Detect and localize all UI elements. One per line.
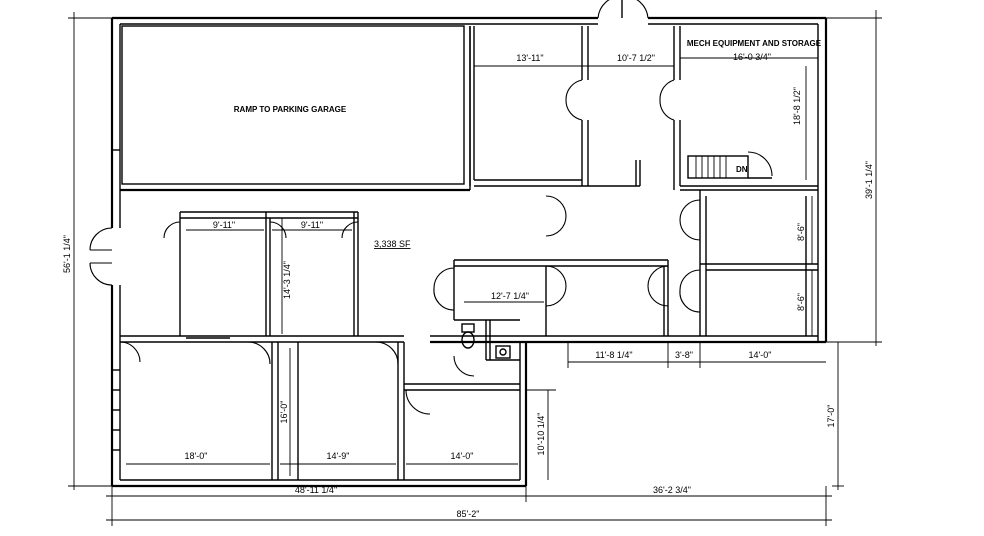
- dim-10-10: 10'-10 1/4": [536, 413, 546, 456]
- ramp-area: [121, 25, 465, 185]
- dim-11-8: 11'-8 1/4": [595, 350, 632, 360]
- middle-rooms: [430, 259, 669, 361]
- dim-9-11-a: 9'-11": [213, 220, 235, 230]
- dim-13-11: 13'-11": [516, 53, 543, 63]
- area-label: 3,338 SF: [374, 239, 411, 249]
- doors: [89, 0, 701, 415]
- dim-56-1: 56'-1 1/4": [62, 235, 72, 273]
- dim-39-1: 39'-1 1/4": [864, 161, 874, 199]
- dim-14-3: 14'-3 1/4": [282, 261, 292, 299]
- dim-48-11: 48'-11 1/4": [295, 485, 337, 495]
- exterior-walls: [110, 16, 828, 488]
- dim-16-0-3-4: 16'-0 3/4": [733, 52, 771, 62]
- dim-12-7: 12'-7 1/4": [491, 291, 529, 301]
- upper-rooms: [469, 26, 818, 191]
- stair-label: DN: [736, 165, 748, 174]
- dim-10-7: 10'-7 1/2": [617, 53, 655, 63]
- dim-3-8: 3'-8": [675, 350, 693, 360]
- dim-9-11-b: 9'-11": [301, 220, 323, 230]
- dim-16-0: 16'-0": [279, 401, 289, 424]
- upper-left-offices: [120, 211, 404, 343]
- stair: [687, 151, 773, 179]
- dim-14-0-b: 14'-0": [451, 451, 474, 461]
- dimension-lines: [68, 10, 882, 526]
- dim-18-8: 18'-8 1/2": [792, 87, 802, 125]
- dim-14-9: 14'-9": [327, 451, 350, 461]
- dim-17-0: 17'-0": [826, 405, 836, 428]
- dim-8-6-b: 8'-6": [796, 293, 806, 311]
- dim-18-0: 18'-0": [185, 451, 208, 461]
- room-label-ramp: RAMP TO PARKING GARAGE: [234, 105, 347, 114]
- right-rooms: [699, 190, 818, 336]
- dim-14-0-a: 14'-0": [749, 350, 772, 360]
- sink-fixture: [495, 345, 511, 359]
- toilet-fixture: [461, 323, 475, 349]
- dim-8-6-a: 8'-6": [796, 223, 806, 241]
- dim-36-2: 36'-2 3/4": [653, 485, 691, 495]
- dim-85-2: 85'-2": [457, 509, 480, 519]
- bottom-rooms: [271, 342, 520, 480]
- room-label-mech: MECH EQUIPMENT AND STORAGE: [687, 39, 822, 48]
